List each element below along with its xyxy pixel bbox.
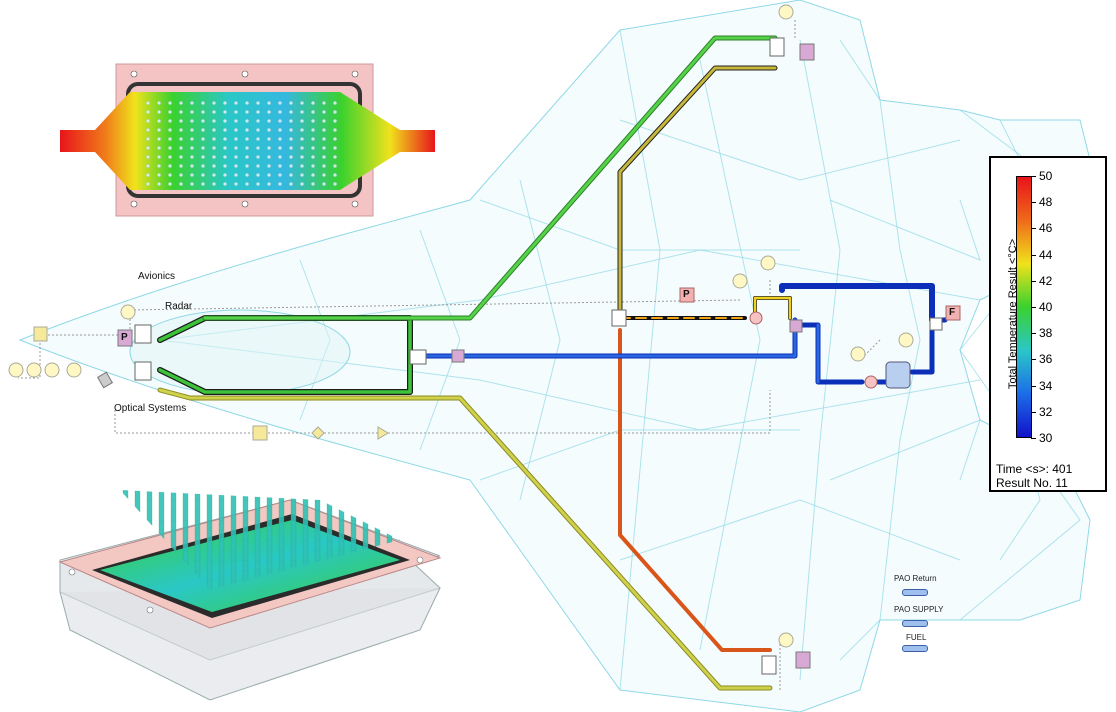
legend-tick-label: 48: [1039, 195, 1053, 210]
legend-result: Result No. 11: [996, 476, 1068, 490]
legend-tick-label: 30: [1039, 431, 1053, 445]
legend-tick-mark: [1031, 202, 1036, 204]
legend-tick-label: 36: [1039, 352, 1053, 367]
heat-exchanger-flat-view: [60, 63, 435, 217]
legend-tick-mark: [1031, 333, 1036, 335]
key-pao-return-swatch: [902, 589, 928, 596]
key-fuel-label: FUEL: [906, 633, 927, 642]
heat-exchanger-3d-view: [58, 490, 442, 701]
radar-label: Radar: [165, 301, 193, 312]
key-fuel-swatch: [902, 645, 928, 652]
legend-tick-label: 40: [1039, 300, 1053, 314]
pressure-source-label: P: [683, 289, 690, 300]
legend-tick-label: 42: [1039, 273, 1053, 288]
key-pao-supply-swatch: [902, 620, 928, 627]
legend-tick-label: 32: [1039, 404, 1053, 419]
flow-source-label: F: [949, 307, 956, 318]
legend-color-bar: [1016, 176, 1032, 438]
legend-tick-label: 50: [1039, 169, 1053, 183]
legend-tick-label: 46: [1039, 221, 1053, 236]
legend-tick-mark: [1031, 176, 1036, 177]
legend-tick-mark: [1031, 228, 1036, 230]
components: [8, 4, 961, 675]
legend-time: Time <s>: 401: [996, 462, 1073, 476]
optical-systems-label: Optical Systems: [114, 403, 187, 414]
key-pao-supply-label: PAO SUPPLY: [894, 605, 944, 614]
key-pao-return-label: PAO Return: [894, 574, 937, 583]
avionics-label: Avionics: [138, 271, 176, 282]
legend-tick-mark: [1031, 385, 1036, 387]
legend-tick-mark: [1031, 254, 1036, 256]
legend-tick-label: 44: [1039, 247, 1053, 262]
avionics-pressure-label: P: [121, 332, 128, 343]
legend-tick-mark: [1031, 438, 1036, 439]
legend-tick-mark: [1031, 359, 1036, 361]
legend-tick-mark: [1031, 307, 1036, 308]
legend-tick-mark: [1031, 411, 1036, 413]
legend-tick-label: 38: [1039, 326, 1053, 341]
legend-tick-label: 34: [1039, 378, 1053, 393]
legend-tick-mark: [1031, 280, 1036, 282]
